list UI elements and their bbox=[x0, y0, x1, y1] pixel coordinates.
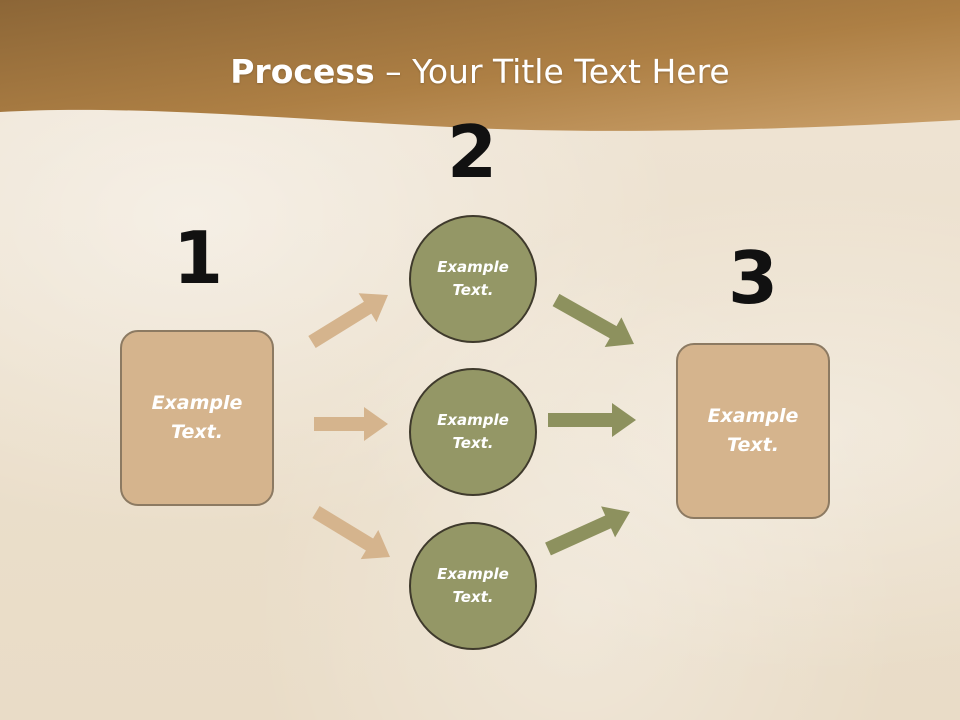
header-band bbox=[0, 0, 960, 131]
step-1-label: Example Text. bbox=[151, 392, 243, 443]
arrow-1-to-node-1 bbox=[308, 293, 388, 348]
arrow-1-to-node-2 bbox=[314, 407, 388, 441]
step-2-node-3: Example Text. bbox=[409, 522, 537, 650]
step-number-3: 3 bbox=[727, 236, 779, 320]
step-3-box: Example Text. bbox=[676, 343, 830, 519]
step-number-2: 2 bbox=[446, 110, 498, 194]
arrow-node-3-to-3 bbox=[545, 506, 630, 556]
step-2-node-2: Example Text. bbox=[409, 368, 537, 496]
step-3-label: Example Text. bbox=[707, 405, 799, 456]
title-rest: – Your Title Text Here bbox=[374, 52, 730, 91]
arrow-node-2-to-3 bbox=[548, 403, 636, 437]
step-number-1: 1 bbox=[172, 216, 224, 300]
step-2-node-2-label: Example Text. bbox=[437, 411, 509, 452]
step-1-box: Example Text. bbox=[120, 330, 274, 506]
step-2-node-1: Example Text. bbox=[409, 215, 537, 343]
step-2-node-3-label: Example Text. bbox=[437, 565, 509, 606]
title-bold: Process bbox=[230, 52, 375, 91]
slide-title: Process – Your Title Text Here bbox=[0, 52, 960, 91]
arrow-node-1-to-3 bbox=[552, 293, 634, 347]
arrow-1-to-node-3 bbox=[312, 506, 390, 560]
step-2-node-1-label: Example Text. bbox=[437, 258, 509, 299]
